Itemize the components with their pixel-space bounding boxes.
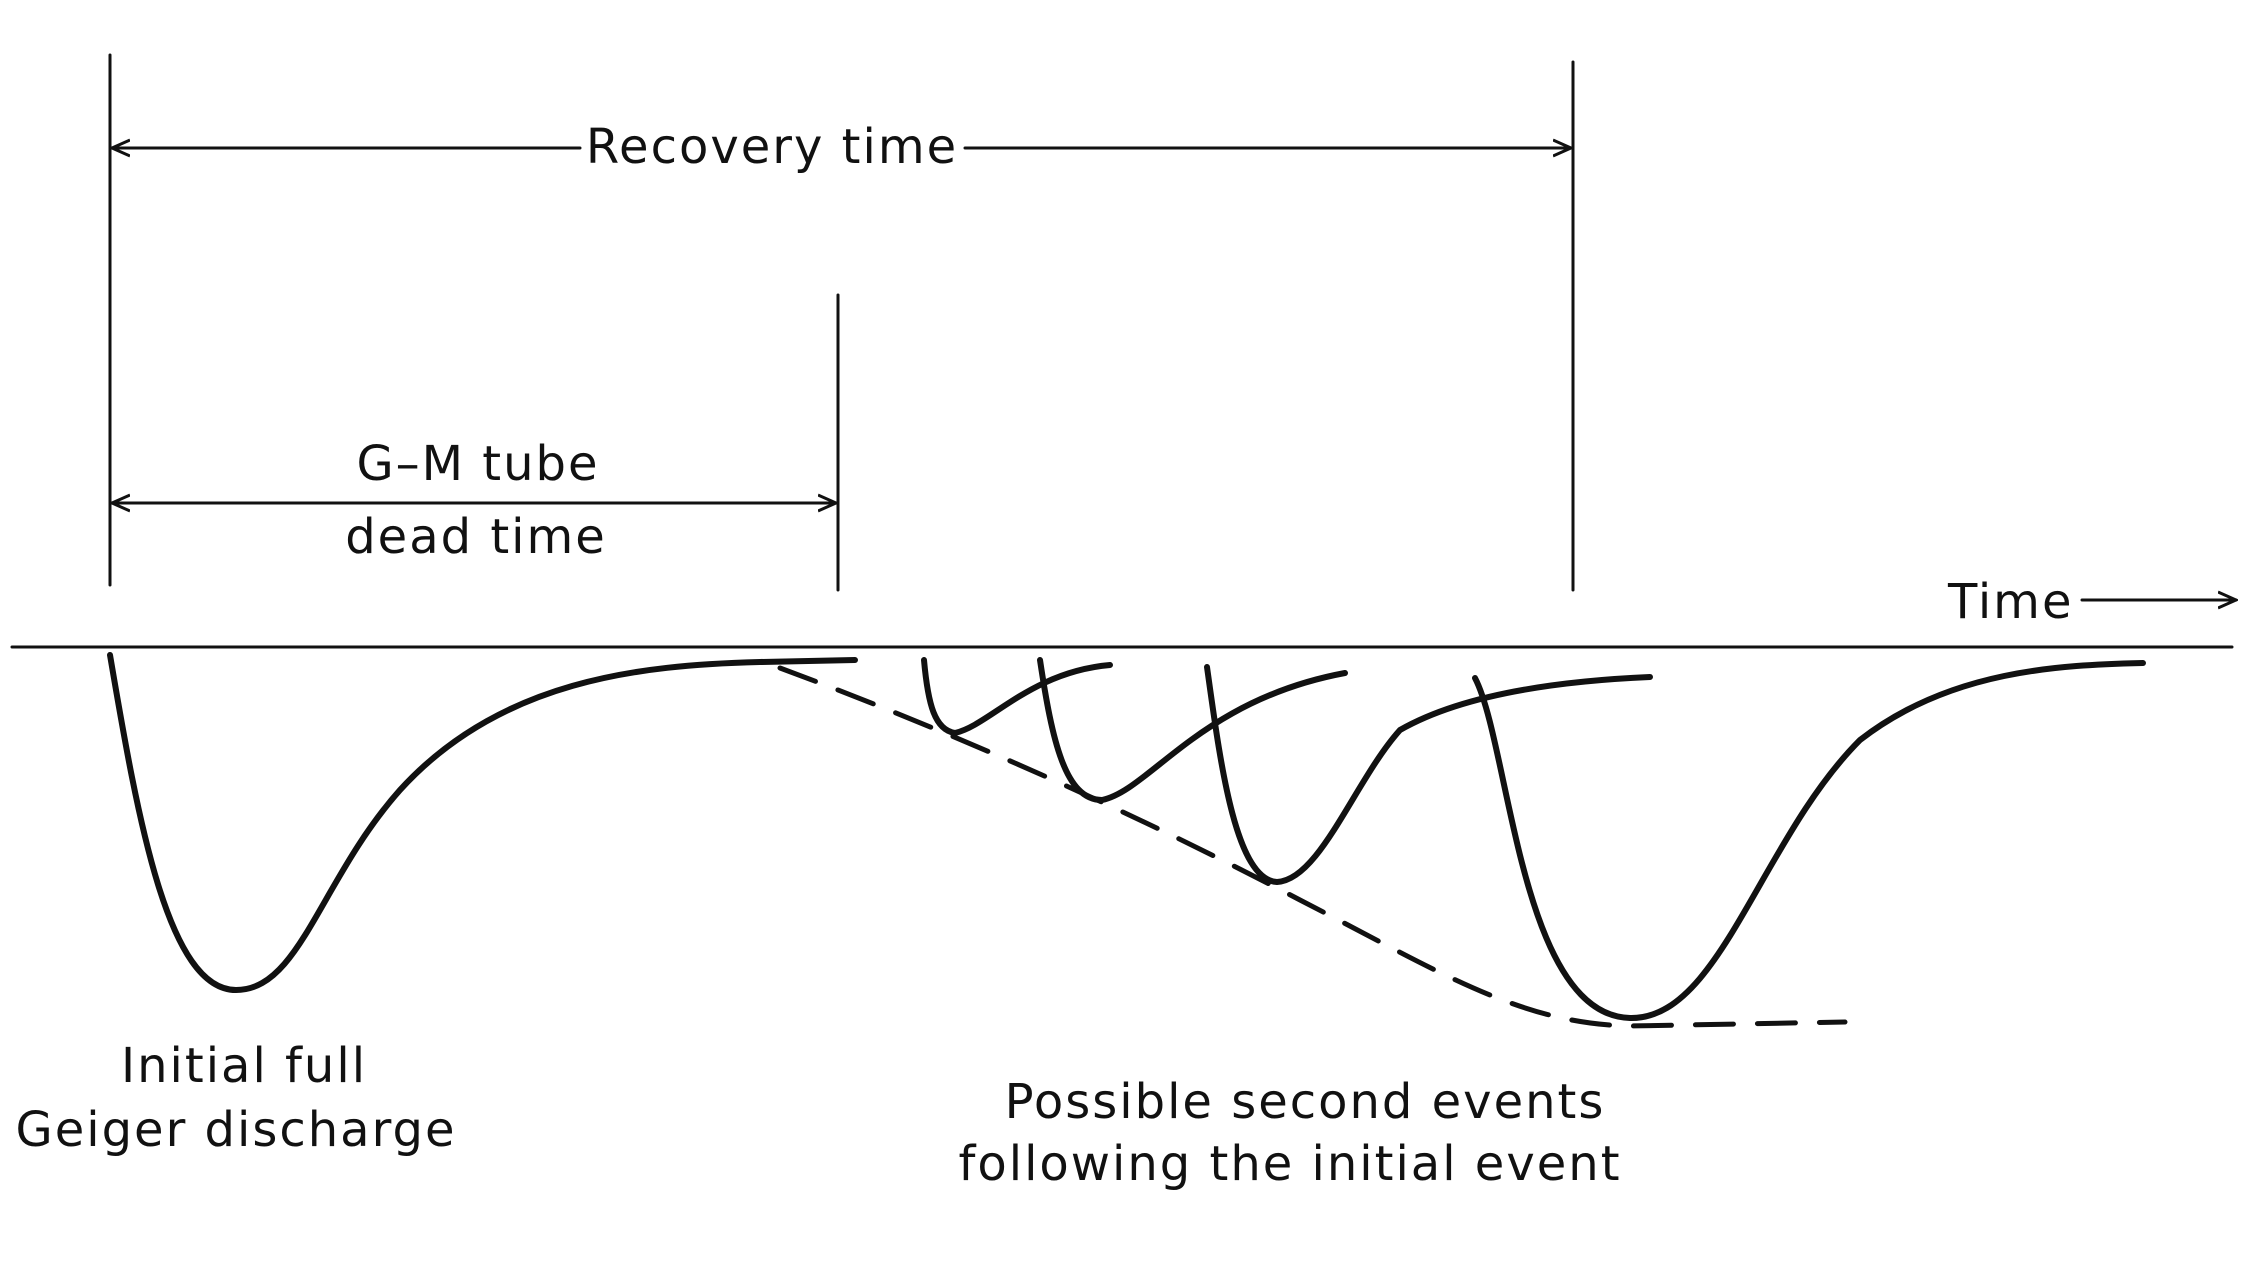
second-event-pulse-2: [1037, 657, 1348, 803]
time-axis-label: Time: [1947, 574, 2073, 630]
second-event-pulse-1: [921, 657, 1113, 736]
second-event-pulse-3: [1204, 664, 1653, 885]
amplitude-envelope: [777, 665, 1848, 1029]
initial-discharge-pulse: [107, 652, 858, 993]
second-events-caption-line1: Possible second events: [1005, 1074, 1606, 1130]
dead-time-label-line1: G–M tube: [356, 436, 599, 492]
recovery-time-label: Recovery time: [586, 119, 958, 175]
second-event-pulse-4: [1472, 660, 2146, 1022]
initial-discharge-caption-line2: Geiger discharge: [16, 1102, 457, 1158]
second-events-caption-line2: following the initial event: [958, 1136, 1621, 1192]
dead-time-label-line2: dead time: [345, 509, 607, 565]
initial-discharge-caption-line1: Initial full: [121, 1038, 367, 1094]
